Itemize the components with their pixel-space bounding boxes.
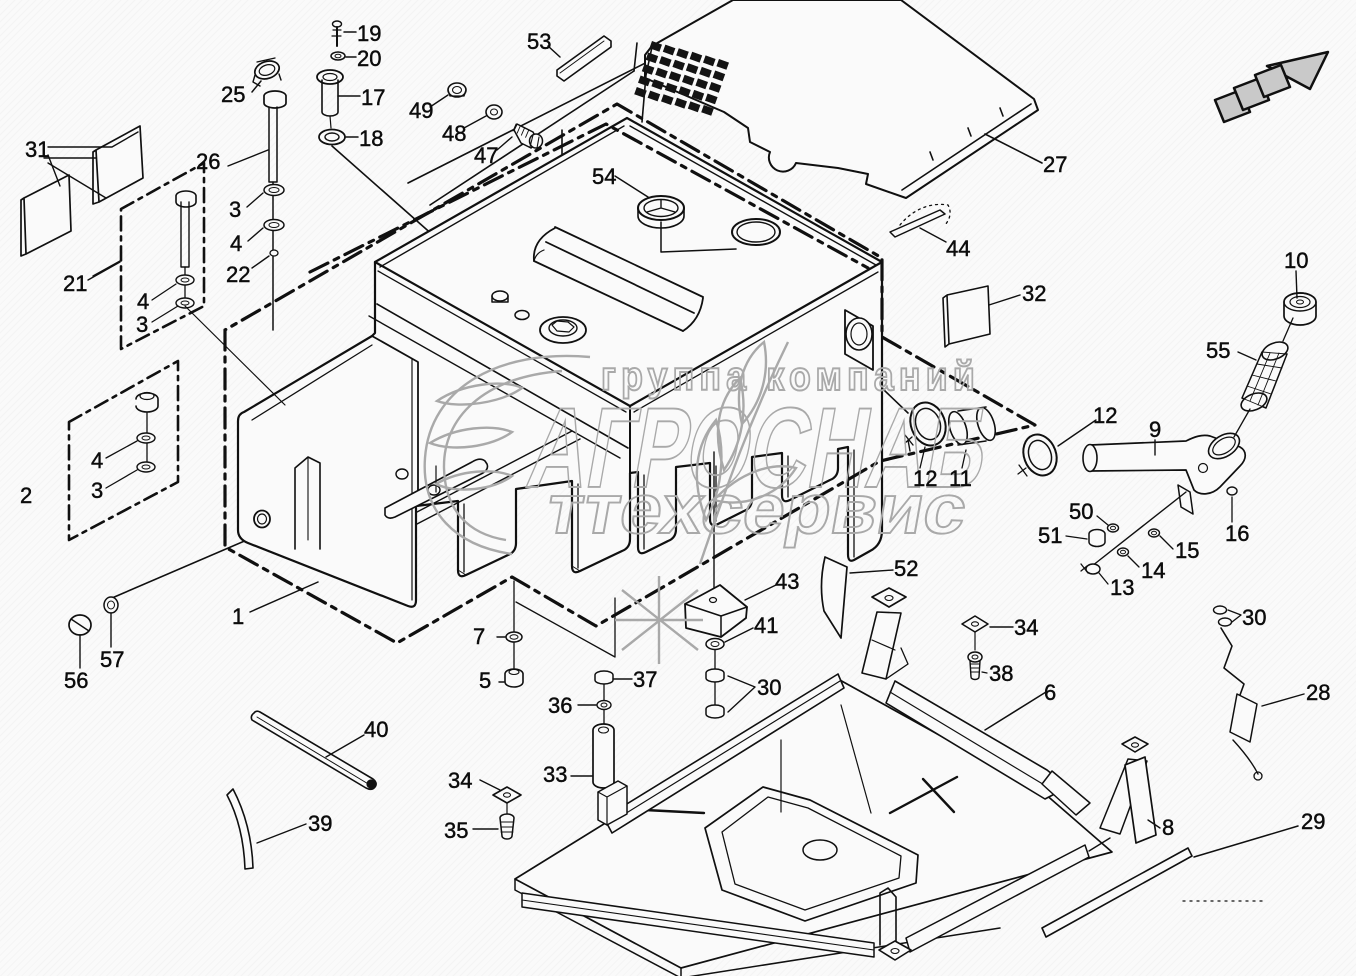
svg-text:49: 49 [409,98,433,123]
svg-text:38: 38 [989,661,1013,686]
svg-text:33: 33 [543,762,567,787]
svg-text:12: 12 [1093,403,1117,428]
svg-text:8: 8 [1162,815,1174,840]
svg-text:48: 48 [442,121,466,146]
svg-text:10: 10 [1284,248,1308,273]
svg-text:41: 41 [754,613,778,638]
svg-text:34: 34 [448,768,472,793]
svg-text:43: 43 [775,569,799,594]
svg-text:57: 57 [100,647,124,672]
svg-text:19: 19 [357,21,381,46]
svg-text:22: 22 [226,262,250,287]
svg-text:4: 4 [137,289,149,314]
svg-text:26: 26 [196,149,220,174]
svg-text:37: 37 [633,667,657,692]
svg-text:35: 35 [444,818,468,843]
svg-text:3: 3 [91,478,103,503]
svg-text:51: 51 [1038,523,1062,548]
svg-text:53: 53 [527,29,551,54]
svg-text:9: 9 [1149,417,1161,442]
svg-text:4: 4 [91,448,103,473]
svg-text:27: 27 [1043,152,1067,177]
svg-text:7: 7 [473,624,485,649]
svg-text:11: 11 [949,466,972,491]
svg-text:32: 32 [1022,281,1046,306]
svg-text:34: 34 [1014,615,1038,640]
svg-text:55: 55 [1206,338,1230,363]
svg-text:30: 30 [1242,605,1266,630]
svg-text:20: 20 [357,46,381,71]
svg-text:47: 47 [474,143,498,168]
svg-text:50: 50 [1069,499,1093,524]
svg-text:29: 29 [1301,809,1325,834]
svg-text:3: 3 [136,312,148,337]
svg-text:15: 15 [1175,538,1199,563]
svg-text:54: 54 [592,164,616,189]
svg-text:3: 3 [229,197,241,222]
svg-text:40: 40 [364,717,388,742]
svg-text:44: 44 [946,236,970,261]
svg-text:28: 28 [1306,680,1330,705]
svg-text:группа компаний: группа компаний [601,353,980,399]
svg-text:30: 30 [757,675,781,700]
svg-text:39: 39 [308,811,332,836]
svg-text:4: 4 [230,231,242,256]
svg-text:12: 12 [913,466,937,491]
svg-text:5: 5 [479,668,491,693]
svg-text:13: 13 [1110,575,1134,600]
svg-text:6: 6 [1044,680,1056,705]
svg-text:17: 17 [361,85,385,110]
svg-text:25: 25 [221,82,245,107]
svg-text:52: 52 [894,556,918,581]
svg-text:18: 18 [359,126,383,151]
svg-text:36: 36 [548,693,572,718]
svg-text:14: 14 [1141,558,1165,583]
svg-text:31: 31 [25,137,49,162]
svg-text:ттехсервис: ттехсервис [540,469,973,547]
svg-text:2: 2 [20,483,32,508]
svg-text:21: 21 [63,271,87,296]
svg-text:56: 56 [64,668,88,693]
svg-text:1: 1 [232,604,244,629]
svg-text:16: 16 [1225,521,1249,546]
